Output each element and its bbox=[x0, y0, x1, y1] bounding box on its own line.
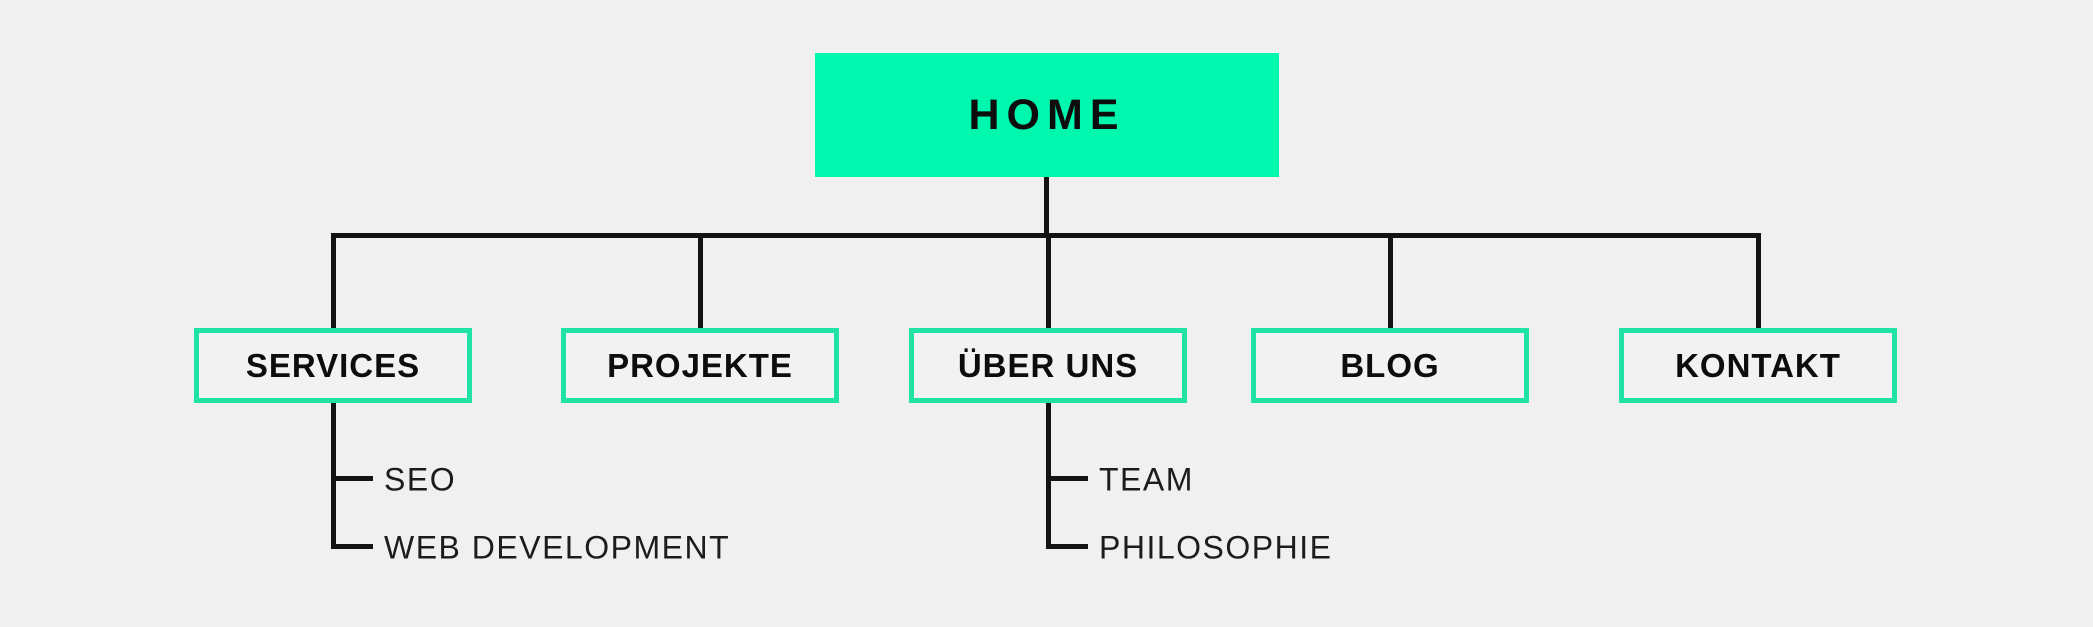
connector-drop-projekte bbox=[698, 233, 703, 330]
node-blog-label: BLOG bbox=[1340, 346, 1440, 384]
branch-tick-team bbox=[1048, 476, 1088, 481]
node-home-label: HOME bbox=[968, 90, 1126, 139]
node-home: HOME bbox=[815, 53, 1279, 177]
branch-tick-seo bbox=[333, 476, 373, 481]
sub-item-team: TEAM bbox=[1099, 461, 1194, 498]
connector-drop-ueber-uns bbox=[1046, 233, 1051, 330]
connector-drop-kontakt bbox=[1756, 233, 1761, 330]
branch-tick-web-development bbox=[333, 544, 373, 549]
node-services: SERVICES bbox=[194, 328, 472, 403]
node-ueber-uns: ÜBER UNS bbox=[909, 328, 1187, 403]
node-services-label: SERVICES bbox=[245, 346, 421, 384]
branch-tick-philosophie bbox=[1048, 544, 1088, 549]
sub-item-seo: SEO bbox=[384, 461, 457, 498]
node-blog: BLOG bbox=[1251, 328, 1529, 403]
node-projekte: PROJEKTE bbox=[561, 328, 839, 403]
sub-item-web-development: WEB DEVELOPMENT bbox=[384, 529, 731, 566]
sub-item-philosophie: PHILOSOPHIE bbox=[1099, 529, 1333, 566]
connector-home-stem bbox=[1044, 177, 1049, 235]
node-kontakt-label: KONTAKT bbox=[1675, 346, 1841, 384]
connector-drop-services bbox=[331, 233, 336, 330]
node-ueber-uns-label: ÜBER UNS bbox=[957, 346, 1139, 384]
connector-drop-blog bbox=[1388, 233, 1393, 330]
node-projekte-label: PROJEKTE bbox=[607, 346, 793, 384]
node-kontakt: KONTAKT bbox=[1619, 328, 1897, 403]
